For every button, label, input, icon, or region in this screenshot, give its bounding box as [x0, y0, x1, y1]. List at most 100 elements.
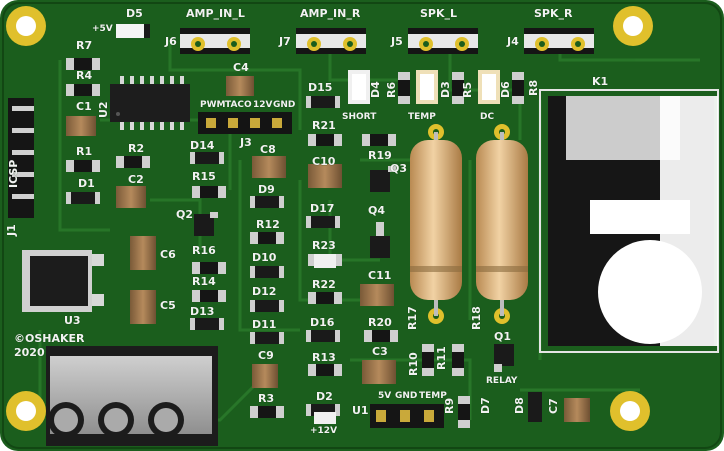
label-spk-r: SPK_R	[534, 7, 573, 20]
ref-j1: J1	[5, 224, 18, 236]
ref-j7: J7	[279, 35, 291, 48]
ref-r15: R15	[192, 170, 216, 183]
ref-c6: C6	[160, 248, 176, 261]
ref-r2: R2	[128, 142, 145, 155]
label-short: SHORT	[342, 112, 377, 122]
ref-k1: K1	[592, 75, 609, 88]
copyright-text: ©OSHAKER	[14, 332, 85, 345]
terminal-block	[46, 346, 218, 446]
ref-r20: R20	[368, 316, 392, 329]
chip-u2	[110, 76, 190, 130]
ref-c10: C10	[312, 155, 336, 168]
header-j3	[198, 112, 292, 134]
ref-q4: Q4	[368, 204, 386, 217]
mounting-hole-bottom-left	[6, 391, 46, 431]
ref-r17: R17	[406, 306, 419, 330]
connector-j4	[524, 28, 594, 54]
ref-c9: C9	[258, 349, 274, 362]
ref-c5: C5	[160, 299, 176, 312]
ref-u3: U3	[64, 314, 81, 327]
ref-r16: R16	[192, 244, 216, 257]
ref-d7: D7	[479, 397, 492, 414]
ref-d11: D11	[252, 318, 277, 331]
ref-d8: D8	[513, 397, 526, 414]
ref-r3: R3	[258, 392, 275, 405]
ref-r9: R9	[443, 397, 456, 414]
label-amp-in-r: AMP_IN_R	[300, 7, 361, 20]
ref-j3: J3	[240, 136, 252, 149]
regulator-u3	[22, 250, 104, 312]
ref-d17: D17	[310, 202, 335, 215]
label-relay: RELAY	[486, 376, 518, 386]
ref-d9: D9	[258, 183, 275, 196]
label-plus5v: +5V	[92, 24, 113, 34]
ref-d14: D14	[190, 139, 215, 152]
copyright-year: 2020	[14, 346, 45, 359]
ref-r12: R12	[256, 218, 280, 231]
ref-c3: C3	[372, 345, 388, 358]
label-temp: TEMP	[408, 112, 436, 122]
ref-c8: C8	[260, 143, 276, 156]
label-u1-temp: TEMP	[419, 391, 447, 401]
ref-d2: D2	[316, 390, 333, 403]
ref-d12: D12	[252, 285, 277, 298]
label-amp-in-l: AMP_IN_L	[186, 7, 245, 20]
ref-r23: R23	[312, 239, 336, 252]
ref-r5: R5	[461, 81, 474, 98]
ref-r8: R8	[527, 79, 540, 96]
ref-r7: R7	[76, 39, 93, 52]
ref-q1: Q1	[494, 330, 512, 343]
ref-d3: D3	[439, 81, 452, 98]
mounting-hole-top-left	[6, 6, 46, 46]
label-icsp: ICSP	[7, 159, 20, 188]
ref-r19: R19	[368, 149, 392, 162]
power-resistor-r17	[410, 124, 462, 324]
label-taco: TACO	[225, 100, 252, 110]
ref-d4: D4	[369, 81, 382, 98]
ref-u1: U1	[352, 404, 369, 417]
label-gnd: GND	[273, 100, 296, 110]
ref-c2: C2	[128, 173, 144, 186]
ref-r6: R6	[385, 81, 398, 98]
ref-c4: C4	[233, 61, 249, 74]
ref-r4: R4	[76, 69, 93, 82]
relay-k1	[539, 89, 719, 353]
ref-j5: J5	[391, 35, 403, 48]
connector-j5	[408, 28, 478, 54]
ref-j6: J6	[165, 35, 177, 48]
ref-d16: D16	[310, 316, 335, 329]
ref-r1: R1	[76, 145, 93, 158]
ref-r22: R22	[312, 278, 336, 291]
ref-u2: U2	[97, 101, 110, 118]
header-j1-icsp	[8, 98, 34, 218]
label-dc: DC	[480, 112, 495, 122]
ref-d6: D6	[499, 81, 512, 98]
ref-d13: D13	[190, 305, 215, 318]
ref-r11: R11	[435, 346, 448, 370]
ref-d5: D5	[126, 7, 143, 20]
ref-d15: D15	[308, 81, 333, 94]
ref-r10: R10	[407, 352, 420, 376]
ref-r14: R14	[192, 275, 216, 288]
label-12v: 12V	[253, 100, 273, 110]
label-u1-gnd: GND	[395, 391, 418, 401]
smd-components	[66, 24, 590, 428]
ref-r13: R13	[312, 351, 336, 364]
ref-j4: J4	[507, 35, 519, 48]
ref-q2: Q2	[176, 208, 194, 221]
mounting-hole-top-right	[613, 6, 653, 46]
ref-c11: C11	[368, 269, 392, 282]
connector-j7	[296, 28, 366, 54]
ref-q3: Q3	[390, 162, 408, 175]
ref-d10: D10	[252, 251, 277, 264]
label-spk-l: SPK_L	[420, 7, 458, 20]
connector-j6	[180, 28, 250, 54]
ref-c7: C7	[547, 398, 560, 414]
label-u1-5v: 5V	[378, 391, 392, 401]
power-resistor-r18	[476, 124, 528, 324]
mounting-hole-bottom-right	[610, 391, 650, 431]
label-plus12v: +12V	[310, 426, 338, 436]
ref-d1: D1	[78, 177, 95, 190]
ref-r18: R18	[470, 306, 483, 330]
